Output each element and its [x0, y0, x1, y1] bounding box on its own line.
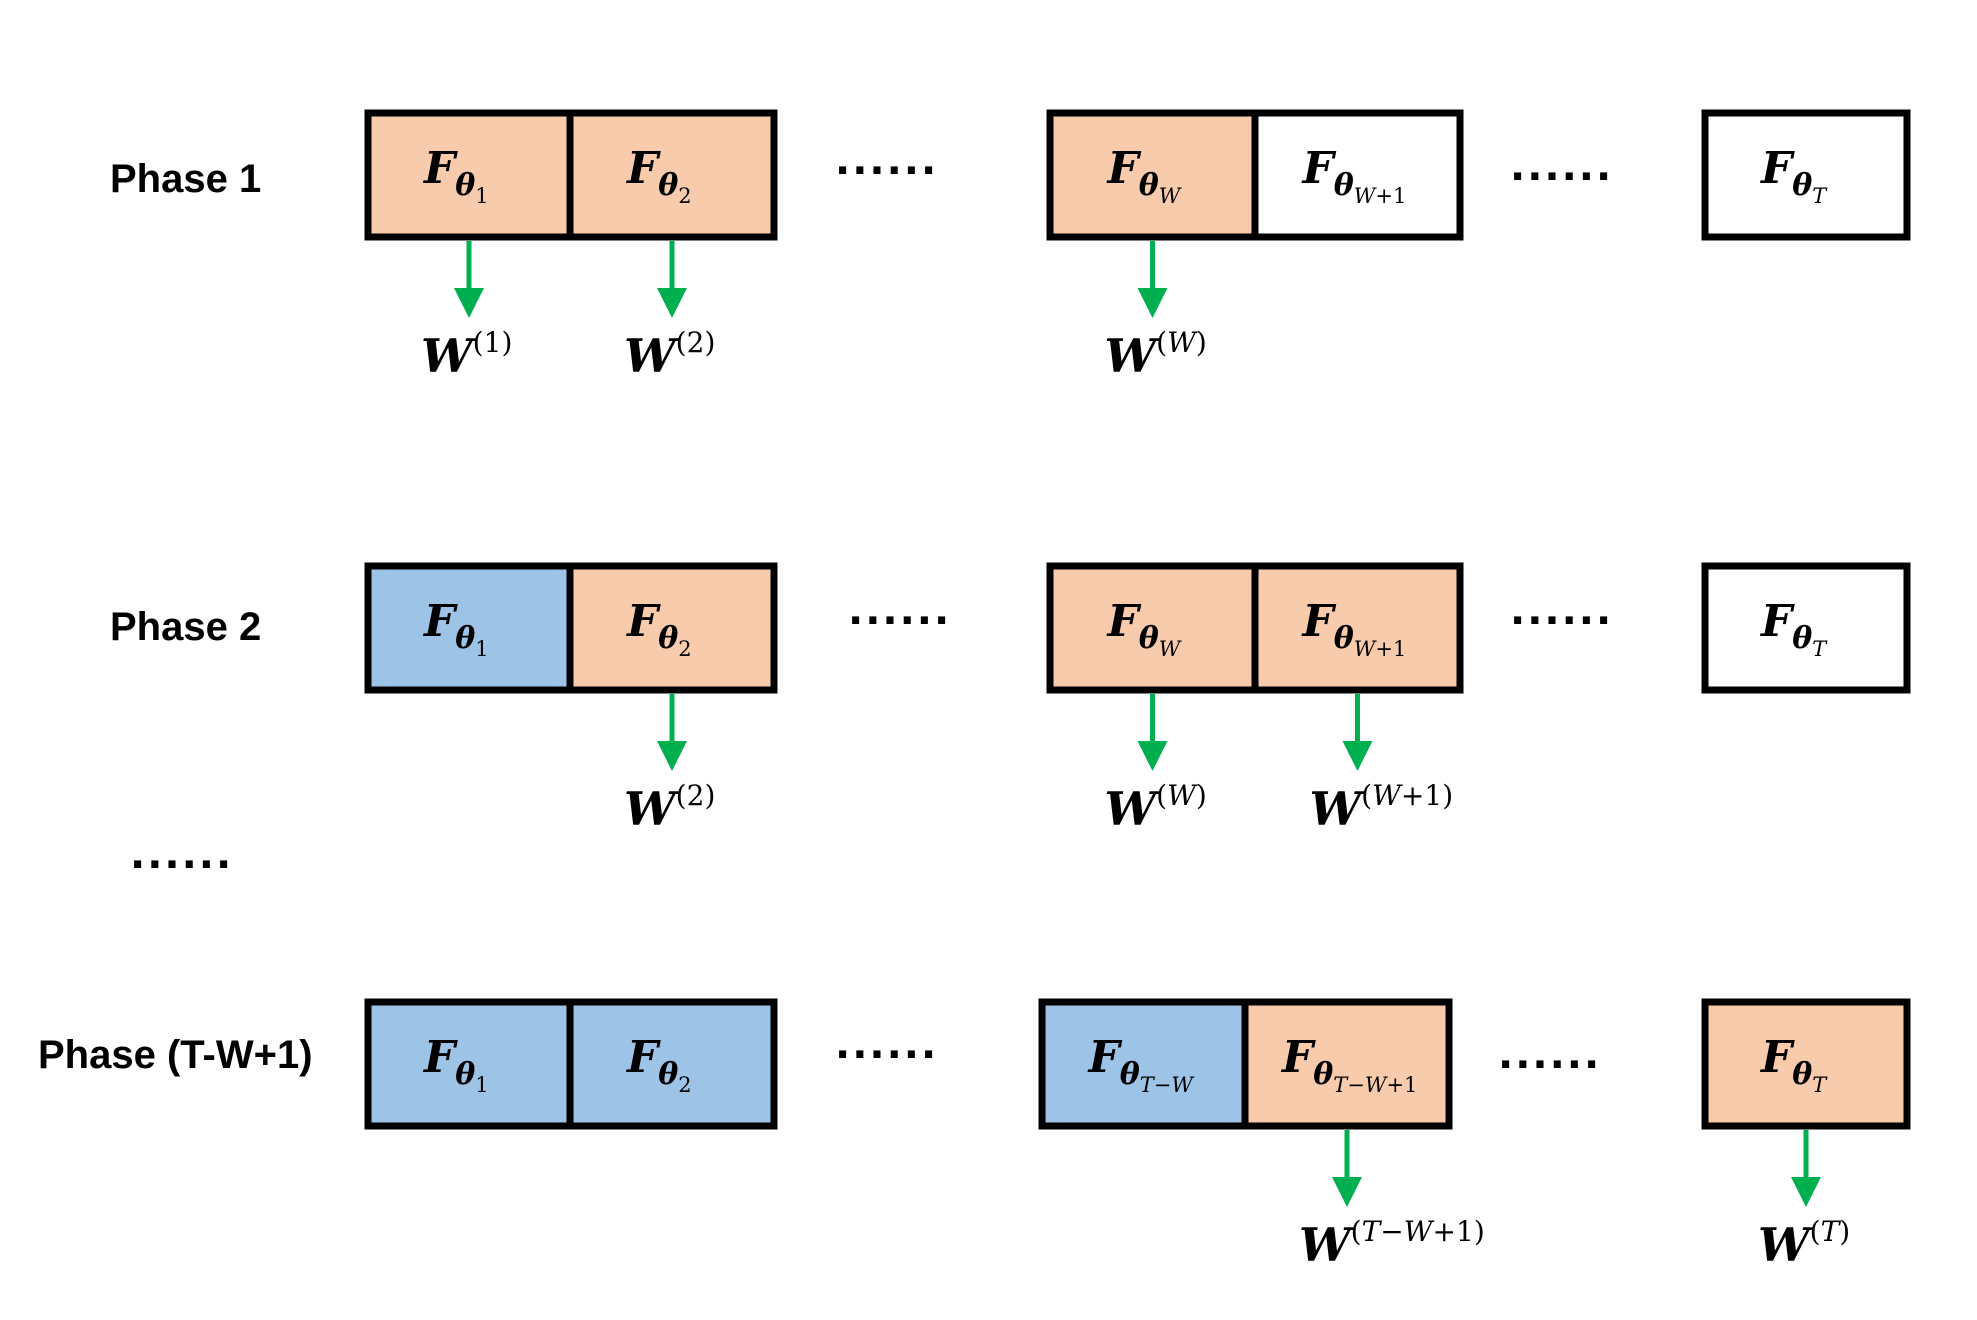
weight-output-label: W(T−W+1) — [1299, 1215, 1485, 1272]
weight-output-label: W(2) — [624, 326, 715, 383]
model-block-label: FθW — [1106, 596, 1183, 661]
weight-output-label: W(1) — [421, 326, 512, 383]
model-block-phase1-cell2 — [566, 109, 778, 241]
model-block-phase3-cell3 — [1038, 998, 1249, 1130]
model-block-phase2-cell1 — [364, 562, 574, 694]
model-block-label: Fθ2 — [625, 143, 692, 208]
model-block-label: FθW+1 — [1301, 596, 1407, 661]
model-block-phase1-cell5 — [1701, 109, 1911, 241]
model-block-label: Fθ2 — [625, 596, 692, 661]
model-block-phase3-cell2 — [566, 998, 778, 1130]
weight-output-label: W(T) — [1758, 1215, 1850, 1272]
model-block-phase2-cell3 — [1046, 562, 1259, 694]
ellipsis-phase2-a: ...... — [848, 588, 951, 634]
weight-output-label: W(2) — [624, 779, 715, 836]
model-block-phase2-cell2 — [566, 562, 778, 694]
model-block-label: Fθ1 — [422, 143, 489, 208]
model-block-phase3-cell1 — [364, 998, 574, 1130]
model-block-phase2-cell4 — [1251, 562, 1464, 694]
phase-2-label: Phase 2 — [110, 605, 261, 649]
model-block-phase1-cell3 — [1046, 109, 1259, 241]
model-block-phase3-cell5 — [1701, 998, 1911, 1130]
model-block-label: FθT — [1759, 596, 1828, 661]
model-block-phase3-cell4 — [1241, 998, 1453, 1130]
model-block-label: FθT — [1759, 143, 1828, 208]
ellipsis-phase2-b: ...... — [1510, 588, 1613, 634]
model-block-label: FθW — [1106, 143, 1183, 208]
ellipsis-phase3-a: ...... — [835, 1022, 938, 1068]
phase-1-label: Phase 1 — [110, 157, 261, 201]
model-block-label: Fθ1 — [422, 1032, 489, 1097]
model-block-phase1-cell4 — [1251, 109, 1464, 241]
model-block-label: FθT−W+1 — [1280, 1032, 1417, 1097]
model-block-label: FθT — [1759, 1032, 1828, 1097]
model-block-label: FθT−W — [1087, 1032, 1196, 1097]
weight-output-label: W(W+1) — [1310, 779, 1454, 836]
ellipsis-between-phases: ...... — [130, 832, 233, 878]
weight-output-label: W(W) — [1105, 326, 1207, 383]
model-block-label: Fθ1 — [422, 596, 489, 661]
ellipsis-phase3-b: ...... — [1498, 1032, 1601, 1078]
ellipsis-phase1-b: ...... — [1510, 144, 1613, 190]
model-block-phase2-cell5 — [1701, 562, 1911, 694]
model-block-phase1-cell1 — [364, 109, 574, 241]
weight-output-label: W(W) — [1105, 779, 1207, 836]
phase-last-label: Phase (T-W+1) — [38, 1033, 313, 1077]
ellipsis-phase1-a: ...... — [835, 138, 938, 184]
model-block-label: FθW+1 — [1301, 143, 1407, 208]
model-block-label: Fθ2 — [625, 1032, 692, 1097]
